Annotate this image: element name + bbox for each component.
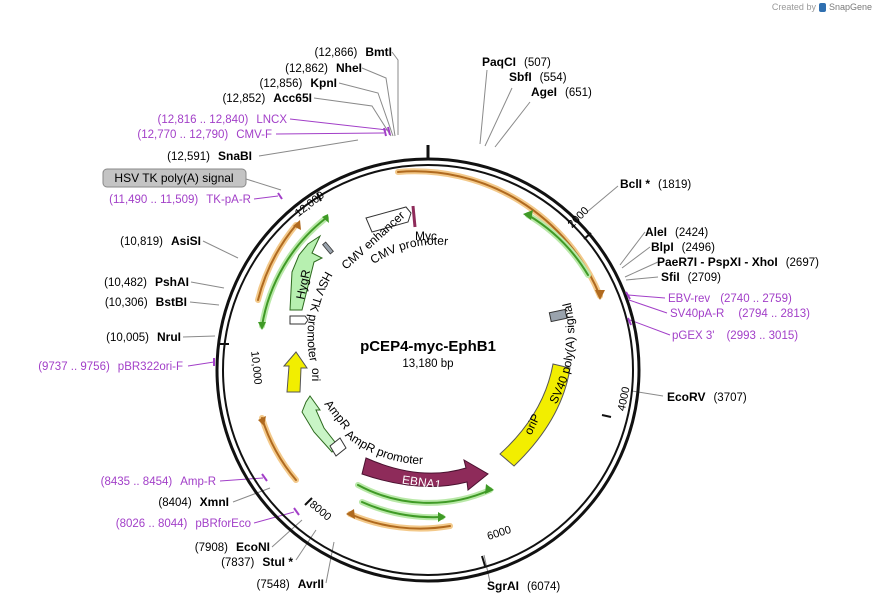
- primer-pgex-3[interactable]: pGEX 3'(2993 .. 3015): [672, 330, 798, 342]
- ampr-promoter-label: AmpR promoter: [343, 427, 423, 467]
- enzyme-avrii[interactable]: (7548)AvrII: [257, 577, 324, 591]
- small-feature-box: [322, 241, 334, 255]
- ampr-arrow: [301, 395, 339, 453]
- features: HygR EBNA1 oriP: [282, 205, 571, 492]
- hsv-tk-promoter-arrow: [289, 315, 309, 325]
- hygr-arrow: [289, 234, 324, 311]
- tick-label-10000: 10,000: [248, 350, 263, 385]
- snapgene-credit: Created by SnapGene: [772, 2, 872, 12]
- tick-marks: [220, 192, 612, 567]
- enzyme-xmni[interactable]: (8404)XmnI: [158, 495, 229, 509]
- orip-feature: [499, 363, 571, 467]
- tick-label-8000: 8000: [307, 499, 333, 524]
- primer-tk-pa-r[interactable]: (11,490 .. 11,509)TK-pA-R: [109, 194, 251, 206]
- enzyme-bmti[interactable]: (12,866)BmtI: [314, 45, 392, 59]
- enzyme-nhei[interactable]: (12,862)NheI: [285, 61, 362, 75]
- credit-prefix: Created by: [771, 2, 816, 12]
- myc-label: Myc: [415, 229, 437, 243]
- backbone-outer: [215, 157, 641, 583]
- primer-amp-r[interactable]: (8435 .. 8454)Amp-R: [101, 476, 216, 488]
- enzyme-blpi[interactable]: BlpI(2496): [651, 240, 715, 254]
- primer-ebv-rev[interactable]: EBV-rev(2740 .. 2759): [668, 293, 792, 305]
- enzyme-econi[interactable]: (7908)EcoNI: [195, 540, 270, 554]
- enzyme-sgrai[interactable]: SgrAI(6074): [487, 579, 560, 593]
- enzyme-agei[interactable]: AgeI(651): [531, 85, 592, 99]
- primer-site-markers: [213, 126, 632, 516]
- enzyme-sfii[interactable]: SfiI(2709): [661, 270, 721, 284]
- plasmid-name: pCEP4-myc-EphB1: [360, 338, 496, 355]
- primer-lncx[interactable]: (12,816 .. 12,840)LNCX: [158, 114, 288, 126]
- primer-pbr322ori-f[interactable]: (9737 .. 9756)pBR322ori-F: [38, 361, 183, 373]
- ampr-label: AmpR: [322, 397, 354, 432]
- enzyme-alei[interactable]: AleI(2424): [645, 225, 708, 239]
- right-enzyme-labels: PaqCI(507) SbfI(554) AgeI(651) BclI *(18…: [482, 55, 819, 593]
- hsv-tk-polya-box: [102, 168, 247, 188]
- enzyme-kpni[interactable]: (12,856)KpnI: [259, 76, 337, 90]
- enzyme-bcli[interactable]: BclI *(1819): [620, 177, 691, 191]
- tick-label-4000: 4000: [616, 386, 633, 412]
- credit-brand: SnapGene: [828, 2, 872, 12]
- primer-pbrforeco[interactable]: (8026 .. 8044)pBRforEco: [116, 518, 251, 530]
- hsv-tk-polya-label: HSV TK poly(A) signal: [114, 171, 233, 185]
- backbone-inner: [222, 164, 634, 576]
- enzyme-nrui[interactable]: (10,005)NruI: [106, 330, 181, 344]
- primer-labels: (12,816 .. 12,840)LNCX (12,770 .. 12,790…: [38, 114, 810, 530]
- enzyme-sbfi[interactable]: SbfI(554): [509, 70, 567, 84]
- hygr-label: HygR: [293, 268, 313, 301]
- enzyme-snabi[interactable]: (12,591)SnaBI: [167, 149, 252, 163]
- tick-label-2000: 2000: [566, 205, 592, 231]
- enzyme-stui[interactable]: (7837)StuI *: [221, 555, 293, 569]
- orf-arcs: [255, 168, 605, 532]
- snapgene-logo-icon: [818, 2, 826, 12]
- left-enzyme-labels: (12,866)BmtI (12,862)NheI (12,856)KpnI (…: [104, 45, 392, 591]
- enzyme-asisi[interactable]: (10,819)AsiSI: [120, 234, 201, 248]
- enzyme-ecorv[interactable]: EcoRV(3707): [667, 390, 747, 404]
- enzyme-paer7i-pspxi-xhoi[interactable]: PaeR7I - PspXI - XhoI(2697): [657, 255, 819, 269]
- primer-cmv-f[interactable]: (12,770 .. 12,790)CMV-F: [137, 129, 272, 141]
- primer-sv40pa-r[interactable]: SV40pA-R(2794 .. 2813): [670, 308, 810, 320]
- ebna1-label: EBNA1: [401, 473, 442, 492]
- ori-arrow: [282, 351, 308, 393]
- cmv-enhancer-arrow: [365, 206, 412, 233]
- enzyme-acc65i[interactable]: (12,852)Acc65I: [222, 91, 312, 105]
- ori-label: ori: [309, 368, 323, 381]
- tick-label-6000: 6000: [486, 524, 513, 543]
- ampr-promoter-arrow: [329, 437, 347, 457]
- plasmid-size: 13,180 bp: [402, 358, 453, 370]
- enzyme-paqci[interactable]: PaqCI(507): [482, 55, 551, 69]
- enzyme-bstbi[interactable]: (10,306)BstBI: [105, 295, 187, 309]
- enzyme-pshai[interactable]: (10,482)PshAI: [104, 275, 189, 289]
- sv40-polya-box: [548, 308, 568, 323]
- ebna1-arrow: [361, 457, 489, 491]
